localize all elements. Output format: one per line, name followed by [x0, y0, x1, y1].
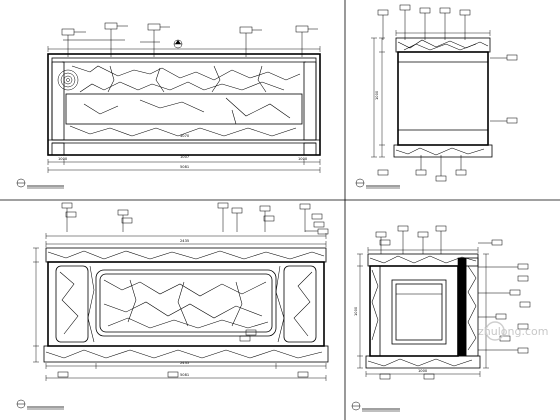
back-body: [47, 261, 325, 347]
side-body: [397, 51, 489, 146]
panel-section: 1000 1000: [351, 225, 531, 412]
dim-text-overall: 5081: [180, 373, 189, 377]
back-cap-slab: [45, 247, 327, 263]
dim-text-plinth: 1007: [180, 155, 189, 159]
dim-text-height: 1000: [375, 90, 379, 100]
back-base-band: [43, 345, 329, 363]
title-block-side: [355, 178, 400, 189]
watermark-text: zhulong.com: [478, 325, 548, 338]
callout-tags: [57, 202, 329, 378]
title-block-section: [351, 401, 400, 412]
title-block-back: [16, 399, 64, 410]
dim-text-height: 1000: [354, 306, 358, 316]
panel-front-elevation: 1000 3070 1000 5081 1007: [16, 22, 321, 189]
section-base-band: [365, 355, 481, 369]
spiral-ornament: [57, 69, 79, 91]
marble-veins-back: [59, 265, 313, 343]
dim-text-inset-width: 3070: [180, 134, 190, 138]
front-outer-frame: [47, 53, 321, 156]
dim-text-left: 1000: [58, 157, 68, 161]
dim-text-inset: 2435: [180, 361, 189, 365]
section-body: [369, 265, 459, 357]
dim-text-overall: 5081: [180, 165, 189, 169]
callout-tags: [61, 22, 318, 57]
dim-text-top: 2435: [180, 239, 189, 243]
front-inset-panel: [65, 93, 303, 125]
back-inset-panel: [95, 269, 277, 337]
section-inner-box: [391, 279, 447, 345]
callout-tags: [375, 225, 531, 380]
watermark: zhulong.com: [478, 321, 548, 341]
title-block-front: [16, 178, 64, 189]
panel-side-elevation: 1000: [355, 4, 518, 189]
section-cut-wall: [457, 257, 467, 357]
front-inner-frame: [51, 57, 317, 141]
dim-text-right: 1000: [298, 157, 308, 161]
callout-tags: [377, 4, 518, 182]
dim-text-width: 1000: [418, 369, 428, 373]
panel-back-elevation: 2435: [16, 202, 329, 410]
marble-veins-front: [69, 65, 301, 137]
side-base-band: [393, 144, 493, 158]
